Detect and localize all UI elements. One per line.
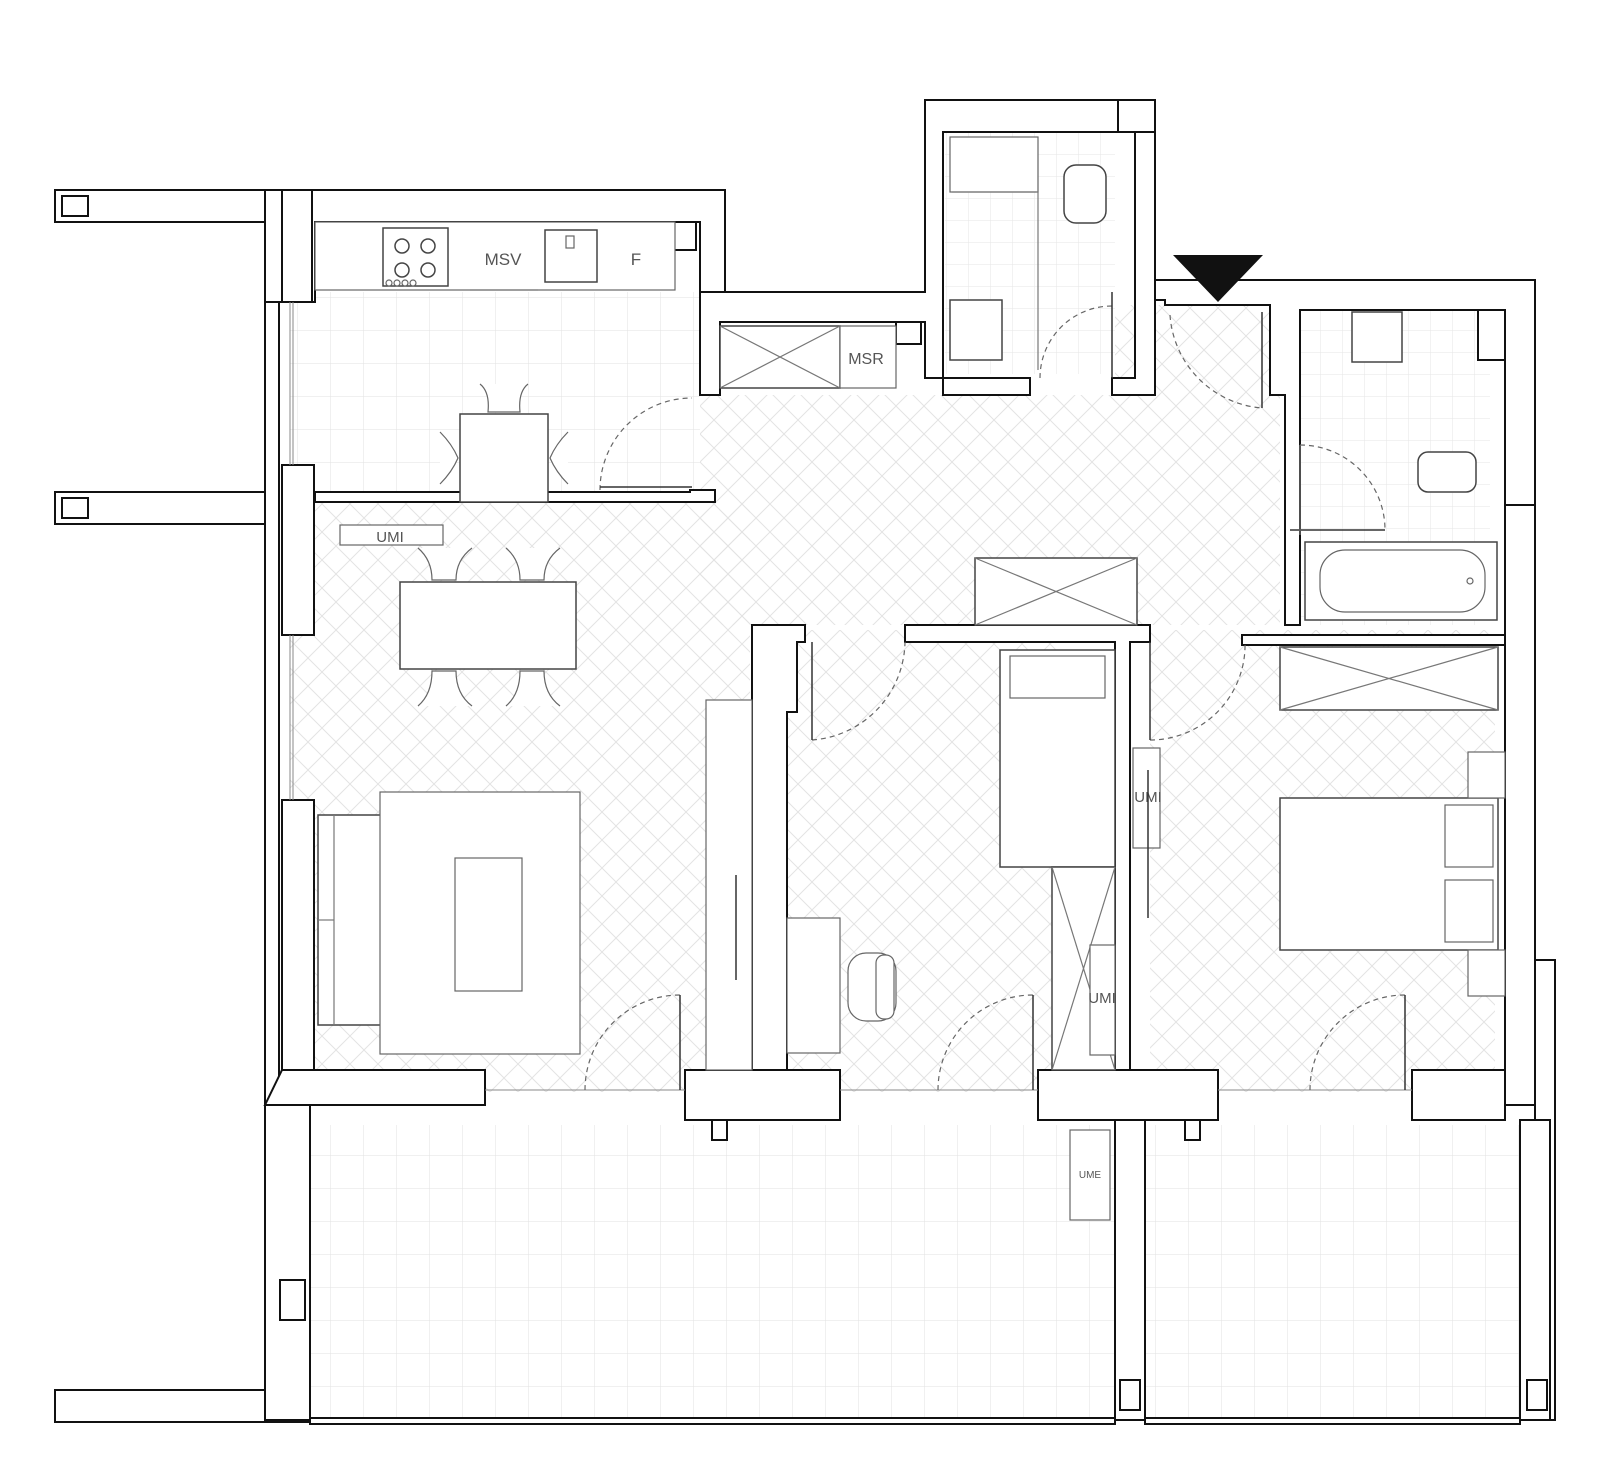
bathtub-icon xyxy=(1304,541,1498,621)
wall-bathroom1-corner xyxy=(1117,99,1156,133)
tv-unit xyxy=(705,699,753,1071)
door-bedroom2-main xyxy=(1149,641,1246,741)
balcony-left-floor xyxy=(310,1125,1115,1425)
wall-balcony-left-cap xyxy=(279,1279,306,1321)
balcony-ume-label: UME xyxy=(1079,1170,1102,1181)
living-umi-label: UMI xyxy=(376,529,404,546)
desk-chair xyxy=(847,952,897,1022)
wardrobe-bedroom1: UMI xyxy=(1051,866,1116,1071)
wall-column-2 xyxy=(281,464,315,636)
wall-balcony-right xyxy=(1519,1119,1551,1421)
balcony: UME xyxy=(1069,1129,1111,1221)
triangle-arrow-icon xyxy=(1173,255,1263,302)
bedroom-1: UMI xyxy=(786,649,1116,1071)
living-room: UMI xyxy=(317,524,753,1071)
door-bedroom1-balcony xyxy=(937,994,1034,1091)
wall-fin-mid-cap xyxy=(61,497,89,519)
bedroom-2: UMI xyxy=(1132,646,1506,997)
wall-column-1 xyxy=(281,189,313,303)
outdoor-unit xyxy=(1069,1129,1111,1221)
nightstand-bottom xyxy=(1467,949,1506,997)
wardrobe-bedroom2 xyxy=(1279,646,1499,711)
wall-bottom-right xyxy=(1411,1069,1506,1121)
walls xyxy=(54,99,1556,1425)
kitchen-table xyxy=(439,383,569,503)
kitchen-msv-label: MSV xyxy=(485,250,523,269)
wall-msr-niche xyxy=(895,321,922,345)
nightstand-top xyxy=(1467,751,1506,799)
wall-bottom-mid-right xyxy=(1037,1069,1219,1121)
wall-balcony-right-cap xyxy=(1526,1379,1548,1411)
bathroom-2 xyxy=(1299,311,1498,621)
door-bedroom2-balcony xyxy=(1309,994,1406,1091)
wall-left-facade xyxy=(264,301,280,1123)
bedroom1-umi-label: UMI xyxy=(1088,990,1116,1007)
kitchen: MSV F xyxy=(314,221,676,503)
wall-balcony-left xyxy=(264,1104,311,1421)
door-kitchen xyxy=(599,397,693,491)
bathroom-1 xyxy=(949,136,1107,370)
wall-stub-1 xyxy=(711,1119,728,1141)
shower-tray xyxy=(949,136,1039,193)
wall-balcony-divider xyxy=(1114,1119,1146,1421)
door-entrance xyxy=(1169,312,1263,409)
washbasin-2 xyxy=(1351,311,1403,363)
wall-bathroom2-corner xyxy=(1477,309,1506,361)
wall-bottom-mid-left xyxy=(684,1069,841,1121)
wall-fin-top-cap xyxy=(61,195,89,217)
washbasin-1 xyxy=(949,299,1003,361)
door-bedroom1 xyxy=(811,641,906,741)
dining-table xyxy=(399,547,577,707)
door-bathroom1 xyxy=(1039,292,1113,379)
radiator-living: UMI xyxy=(339,524,444,546)
stove-icon xyxy=(382,227,449,287)
wall-bedroom2-top xyxy=(1241,634,1506,646)
door-living-balcony xyxy=(584,994,681,1091)
wall-balcony-left-edge xyxy=(309,1417,1116,1425)
wall-living-bottom-left xyxy=(263,1069,486,1106)
double-bed xyxy=(1279,797,1499,951)
wall-kitchen-niche xyxy=(673,221,697,251)
wall-column-3 xyxy=(281,799,315,1101)
kitchen-f-label: F xyxy=(631,250,641,269)
wall-stub-2 xyxy=(1184,1119,1201,1141)
kitchen-counter xyxy=(314,221,676,291)
hall-storage: MSR xyxy=(719,325,1138,626)
radiator-bedroom2: UMI xyxy=(1132,747,1162,849)
door-bathroom2 xyxy=(1290,444,1386,531)
hall-msr-label: MSR xyxy=(848,351,884,368)
wall-balcony-right-edge xyxy=(1144,1417,1521,1425)
toilet-1 xyxy=(1063,164,1107,224)
pillow-single xyxy=(1009,655,1106,699)
sink-icon xyxy=(544,229,598,283)
wall-right-facade xyxy=(1504,504,1536,1106)
toilet-2 xyxy=(1417,451,1477,493)
desk xyxy=(786,917,841,1054)
balcony-right-floor xyxy=(1145,1125,1520,1425)
coffee-table xyxy=(454,857,523,992)
doors xyxy=(584,292,1406,1091)
wall-balcony-divider-cap xyxy=(1119,1379,1141,1411)
msr-box xyxy=(839,325,897,389)
